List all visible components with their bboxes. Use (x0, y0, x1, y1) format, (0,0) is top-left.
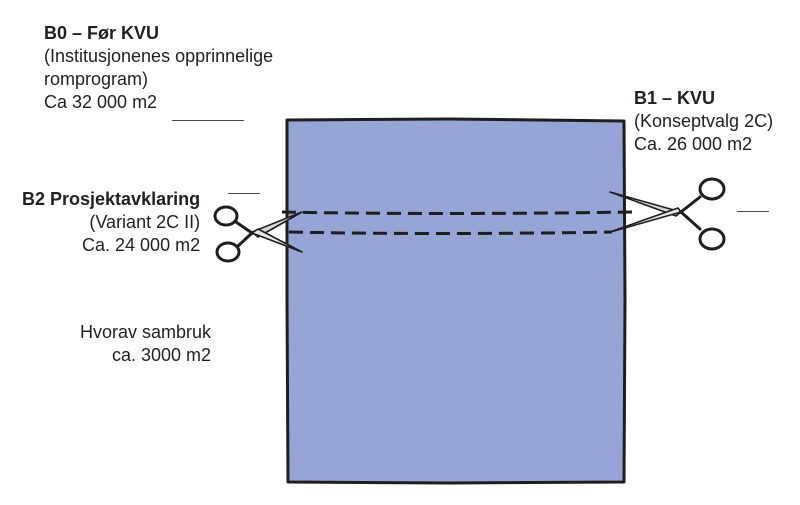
cut-line-b2 (288, 230, 613, 235)
stage-b0-label: B0 – Før KVU (Institusjonenes opprinneli… (44, 22, 273, 114)
stage-b1-label: B1 – KVU (Konseptvalg 2C) Ca. 26 000 m2 (634, 87, 773, 156)
shared-use-label: Hvorav sambruk ca. 3000 m2 (80, 321, 211, 367)
leader-line-b0 (172, 120, 244, 121)
stage-b2-area: Ca. 24 000 m2 (82, 235, 201, 255)
stage-b2-title: B2 Prosjektavklaring (22, 189, 201, 209)
stage-b0-description-2: romprogram) (44, 69, 149, 89)
leader-line-b2 (228, 193, 260, 194)
stage-b2-label: B2 Prosjektavklaring (Variant 2C II) Ca.… (22, 188, 200, 257)
stage-b0-area: Ca 32 000 m2 (44, 92, 158, 112)
stage-b0-description-1: (Institusjonenes opprinnelige (44, 46, 274, 66)
stage-b1-description: (Konseptvalg 2C) (634, 111, 774, 131)
stage-b0-title: B0 – Før KVU (44, 23, 160, 43)
cut-line-b1 (281, 210, 633, 215)
shared-use-title: Hvorav sambruk (80, 322, 212, 342)
stage-b1-title: B1 – KVU (634, 88, 716, 108)
shared-use-area: ca. 3000 m2 (111, 345, 212, 365)
leader-line-b1 (737, 211, 769, 212)
scissors-icon (213, 205, 303, 263)
stage-b1-area: Ca. 26 000 m2 (634, 134, 753, 154)
area-square (285, 117, 627, 485)
scissors-icon (606, 177, 726, 251)
stage-b2-description: (Variant 2C II) (89, 212, 201, 232)
